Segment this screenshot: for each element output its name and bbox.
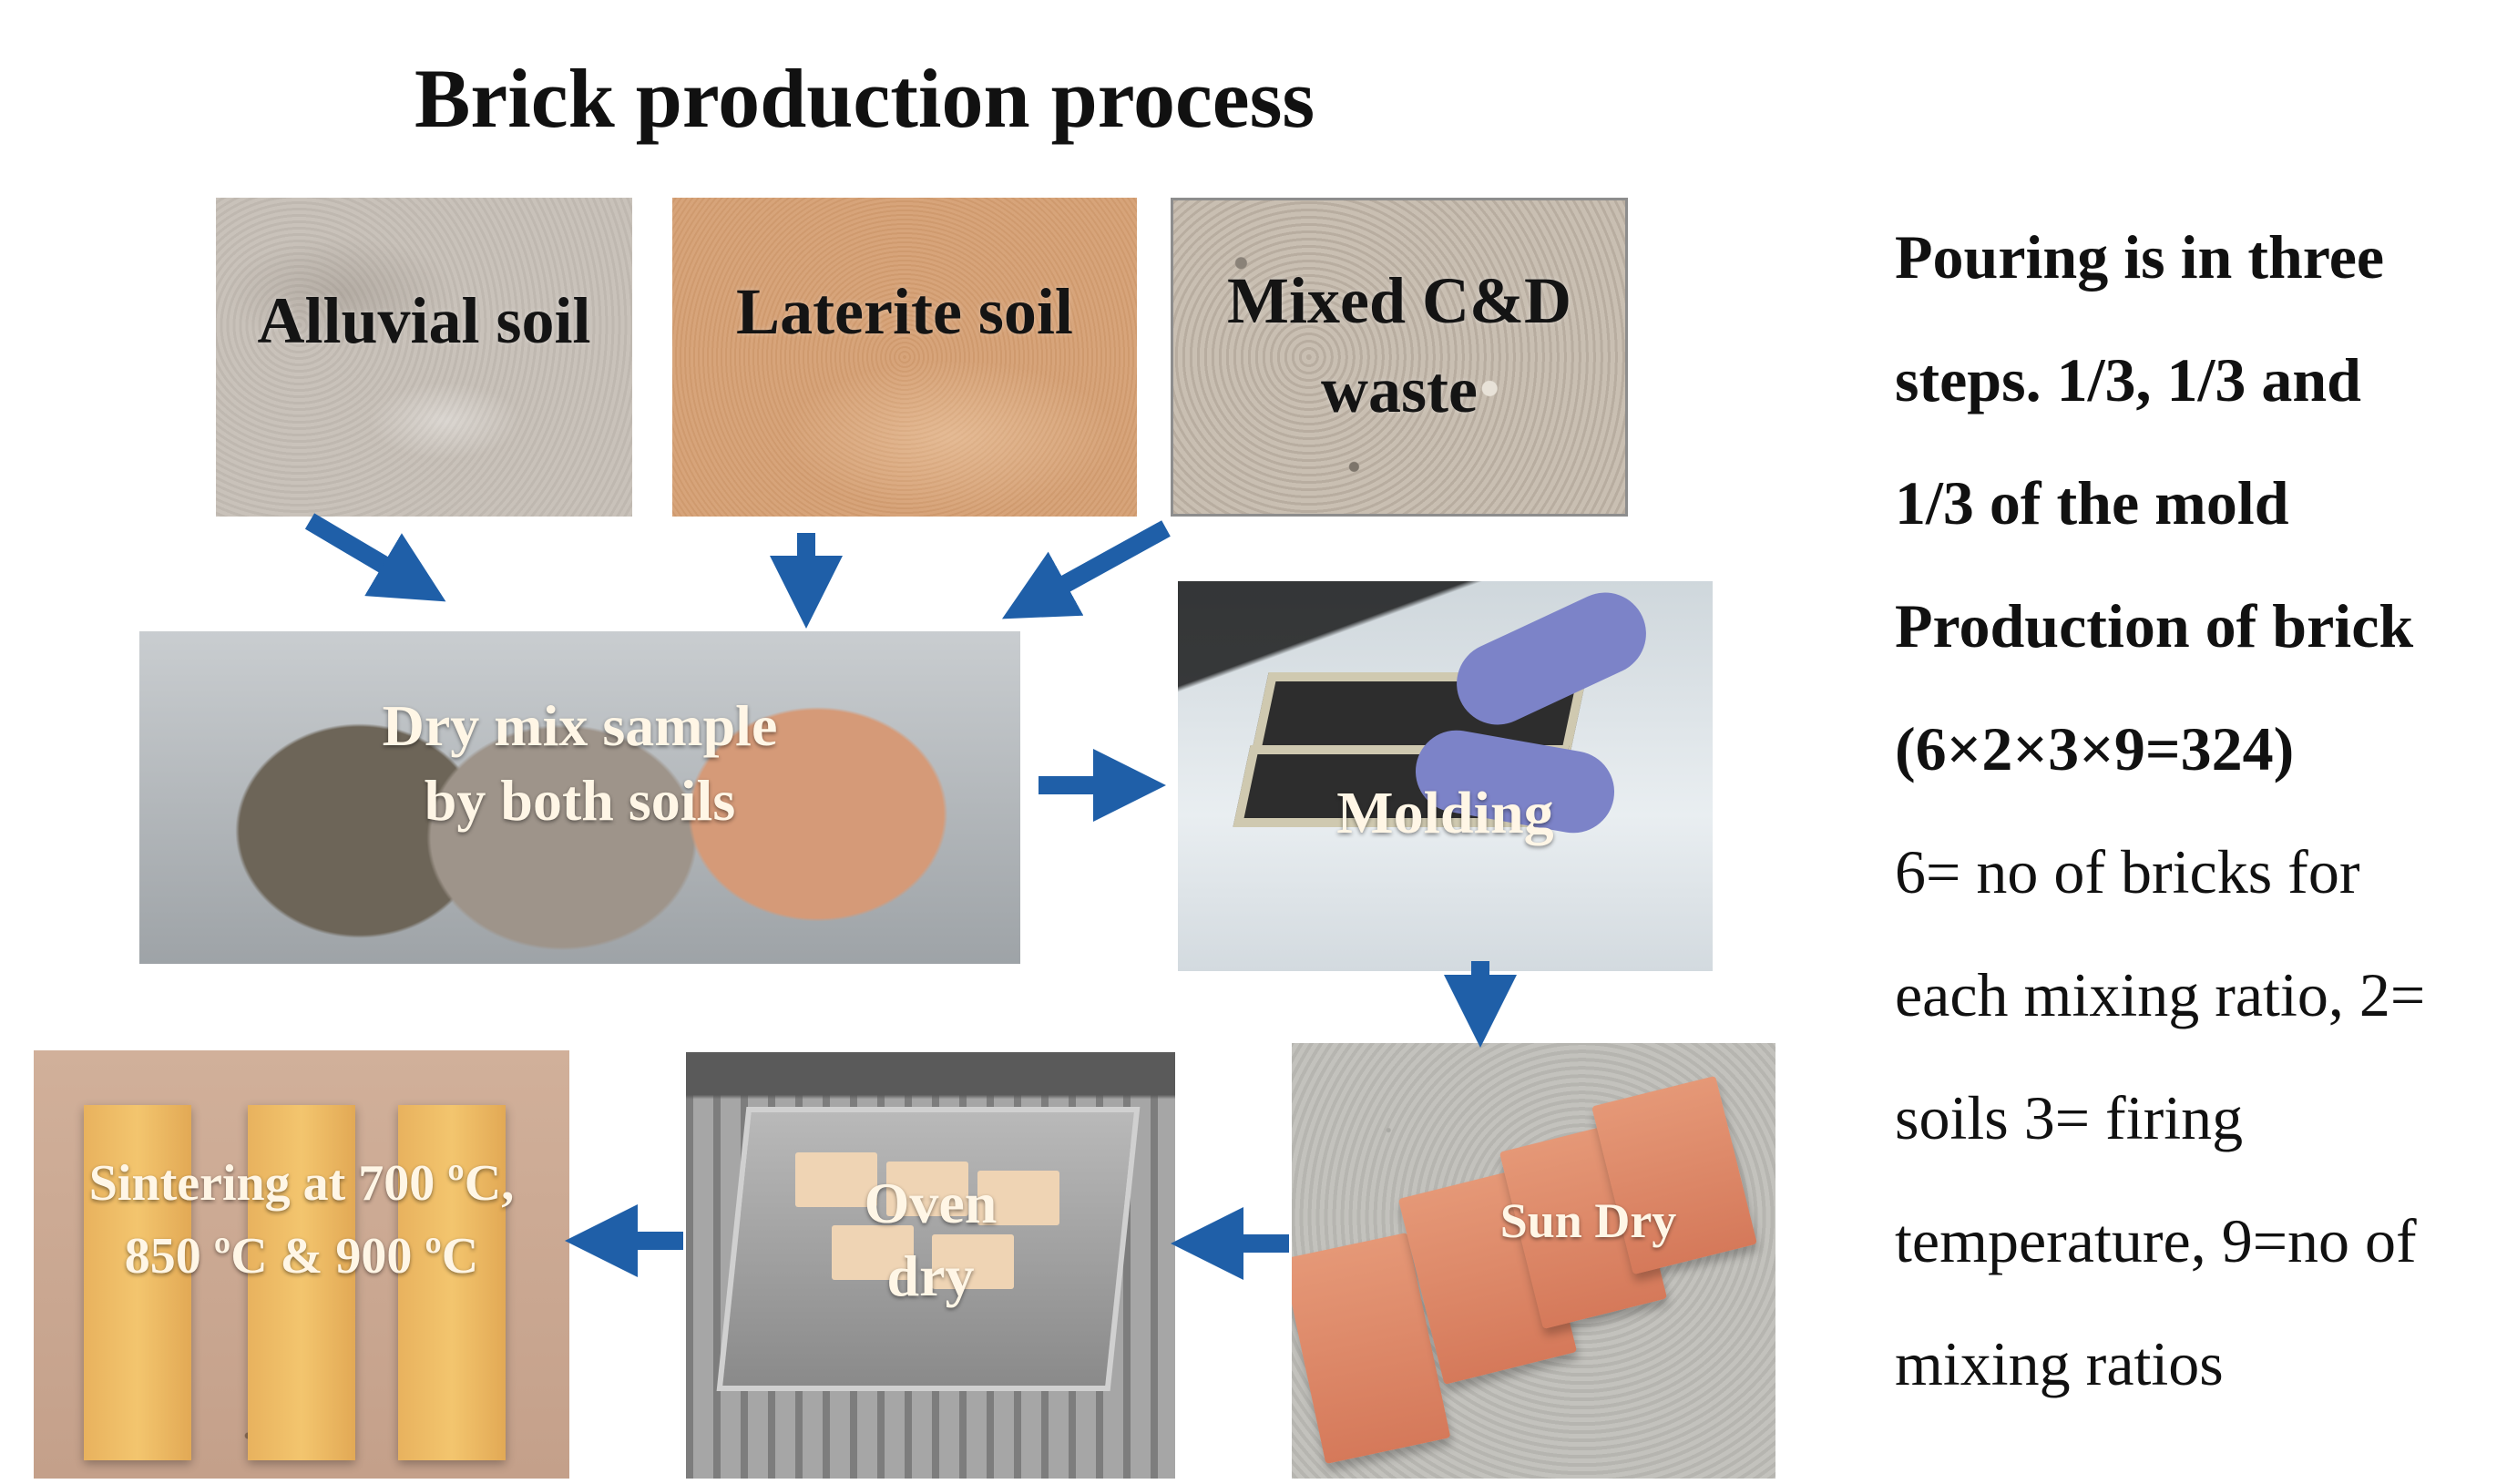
alluvial-soil-label: Alluvial soil	[257, 284, 591, 357]
sintered-brick	[248, 1105, 355, 1460]
note-bold-line: steps. 1/3, 1/3 and	[1895, 345, 2361, 414]
dry-mix-photo: Dry mix sample by both soils	[139, 631, 1020, 964]
note-line: mixing ratios	[1895, 1329, 2224, 1398]
mixed-cd-waste-label-line1: Mixed C&D	[1227, 264, 1571, 337]
note-bold-line: Pouring is in three	[1895, 222, 2385, 292]
note-line: each mixing ratio, 2=	[1895, 960, 2426, 1029]
dry-mix-label-line2: by both soils	[424, 768, 736, 833]
oven-dry-label-line2: dry	[886, 1243, 975, 1308]
mixed-cd-waste-photo: Mixed C&D waste	[1171, 198, 1628, 517]
sintering-photo: Sintering at 700 ºC, 850 ºC & 900 ºC	[34, 1050, 569, 1479]
sintering-label-line2: 850 ºC & 900 ºC	[124, 1228, 479, 1284]
drying-brick	[932, 1234, 1014, 1289]
oven-dry-label-line1: Oven	[864, 1171, 998, 1235]
molding-label: Molding	[1336, 780, 1554, 846]
sintering-label-line1: Sintering at 700 ºC,	[88, 1155, 515, 1212]
drying-brick	[977, 1171, 1059, 1225]
sun-dry-photo: Sun Dry	[1292, 1043, 1775, 1479]
arrow-waste-to-mix	[1001, 520, 1171, 619]
note-bold-line: Production of brick	[1895, 591, 2414, 660]
note-line: soils 3= firing	[1895, 1083, 2244, 1152]
note-bold-line: (6×2×3×9=324)	[1895, 714, 2295, 783]
molding-photo: Molding	[1178, 581, 1713, 971]
laterite-soil-label: Laterite soil	[736, 275, 1073, 348]
note-line: 6= no of bricks for	[1895, 837, 2360, 906]
drying-brick	[832, 1225, 914, 1280]
note-bold-line: 1/3 of the mold	[1895, 468, 2289, 537]
note-line: temperature, 9=no of	[1895, 1206, 2417, 1275]
drying-brick	[795, 1152, 877, 1207]
drying-brick	[886, 1162, 968, 1216]
arrow-alluvial-to-mix	[304, 513, 446, 602]
dry-mix-label-line1: Dry mix sample	[382, 693, 778, 758]
sintered-brick	[398, 1105, 506, 1460]
sun-dry-label: Sun Dry	[1499, 1193, 1677, 1248]
diagram-title: Brick production process	[414, 52, 1315, 145]
process-notes: Pouring is in three steps. 1/3, 1/3 and …	[1895, 196, 2496, 1426]
sintered-brick	[84, 1105, 191, 1460]
mixed-cd-waste-label-line2: waste	[1321, 353, 1478, 426]
alluvial-soil-photo: Alluvial soil	[216, 198, 632, 517]
oven-dry-photo: Oven dry	[686, 1052, 1175, 1479]
laterite-soil-photo: Laterite soil	[672, 198, 1137, 517]
